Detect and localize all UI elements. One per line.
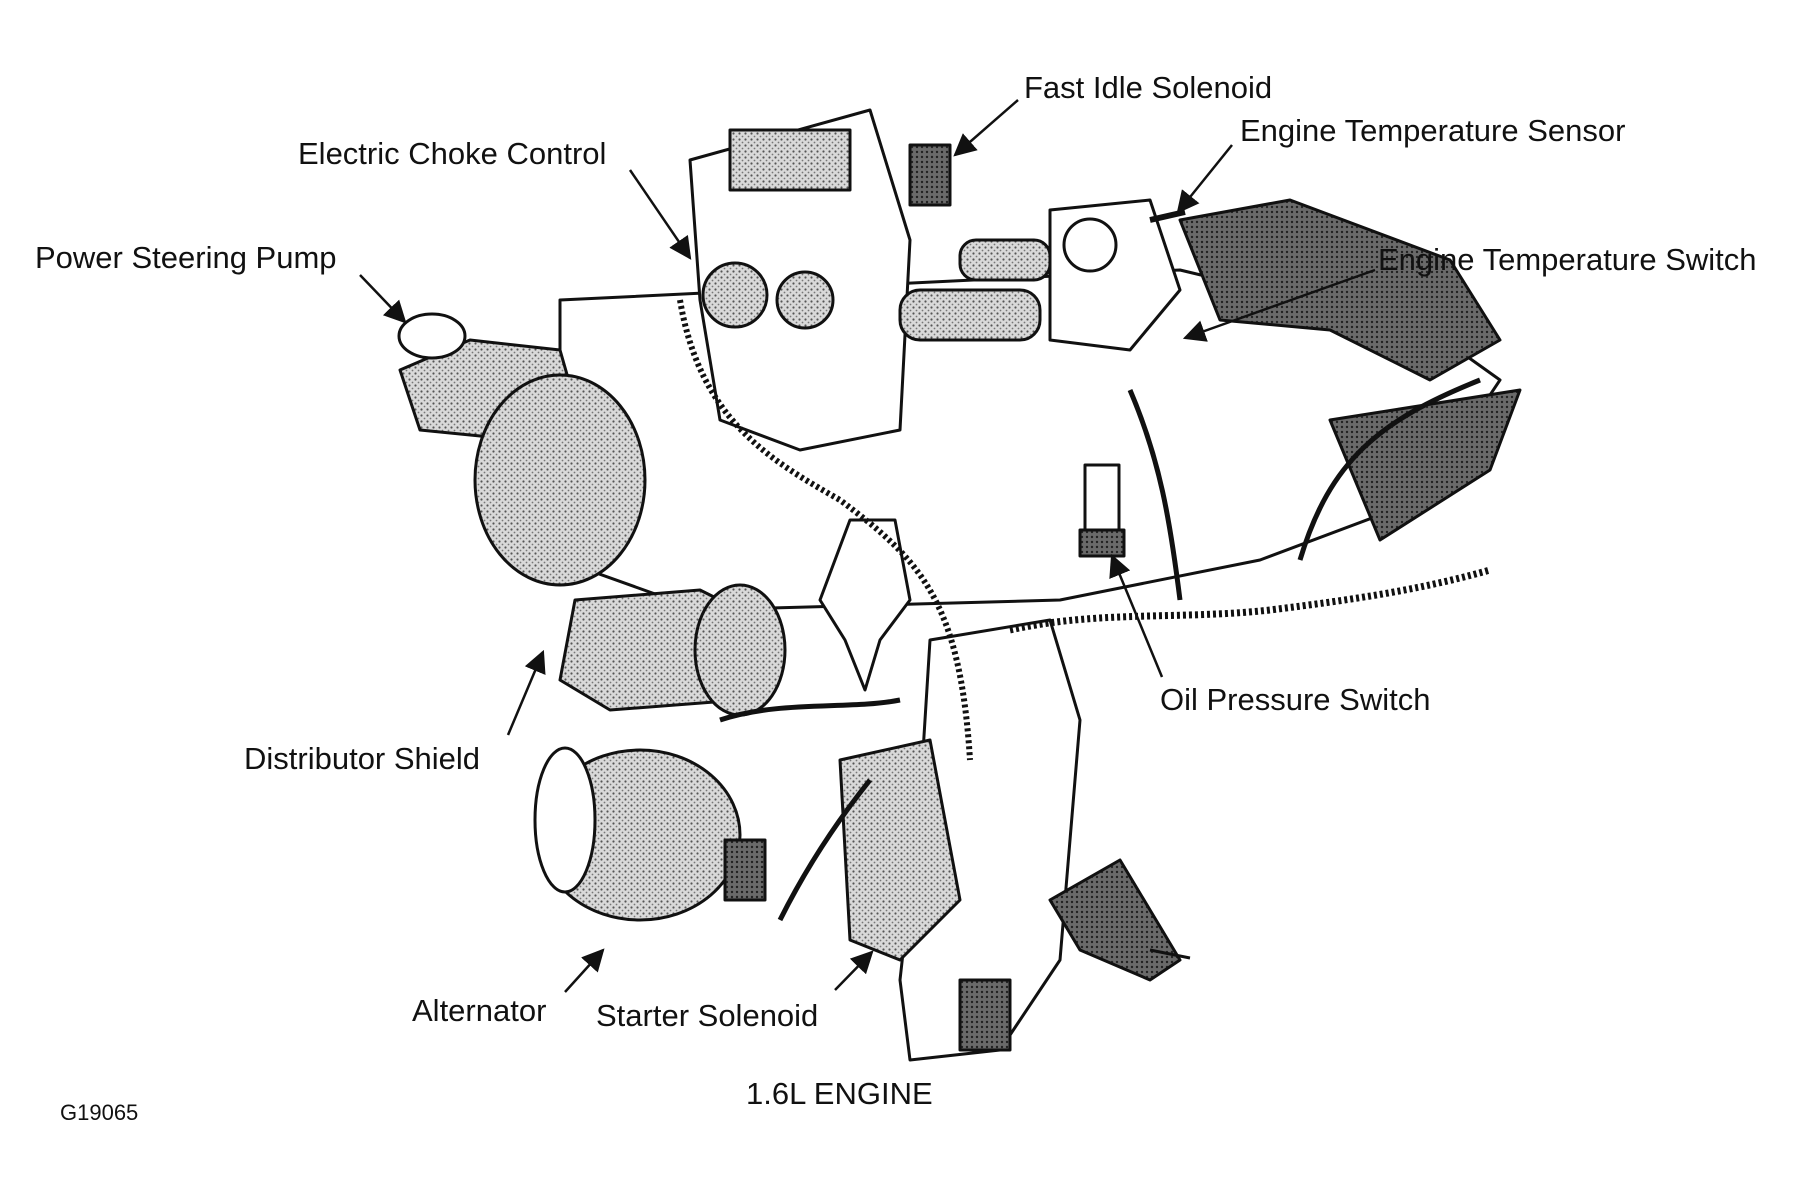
oil-pressure-switch [1083,463,1121,537]
label-engine-temperature-switch: Engine Temperature Switch [1378,242,1757,277]
figure-id: G19065 [60,1100,139,1125]
label-oil-pressure-switch: Oil Pressure Switch [1160,682,1431,717]
label-fast-idle-solenoid: Fast Idle Solenoid [1024,70,1273,105]
figure-caption: 1.6L ENGINE [746,1076,933,1111]
leader-engine-temperature-switch [1182,268,1376,342]
power-steering-pulley [473,373,647,587]
label-power-steering-pump: Power Steering Pump [35,240,337,275]
leader-engine-temperature-sensor [1176,144,1233,214]
fast-idle-solenoid [908,143,952,207]
label-electric-choke-control: Electric Choke Control [298,136,607,171]
leader-electric-choke-control [628,169,692,260]
transmission-bracket [1178,198,1502,382]
leader-oil-pressure-switch [1109,553,1164,678]
label-alternator: Alternator [412,993,547,1028]
leader-starter-solenoid [834,950,874,991]
starter-solenoid [838,738,962,962]
leader-fast-idle-solenoid [953,99,1019,157]
leader-distributor-shield [506,649,546,736]
label-starter-solenoid: Starter Solenoid [596,998,819,1033]
label-engine-temperature-sensor: Engine Temperature Sensor [1240,113,1626,148]
leader-alternator [564,948,605,993]
leader-power-steering-pump [359,274,407,324]
label-distributor-shield: Distributor Shield [244,741,481,776]
